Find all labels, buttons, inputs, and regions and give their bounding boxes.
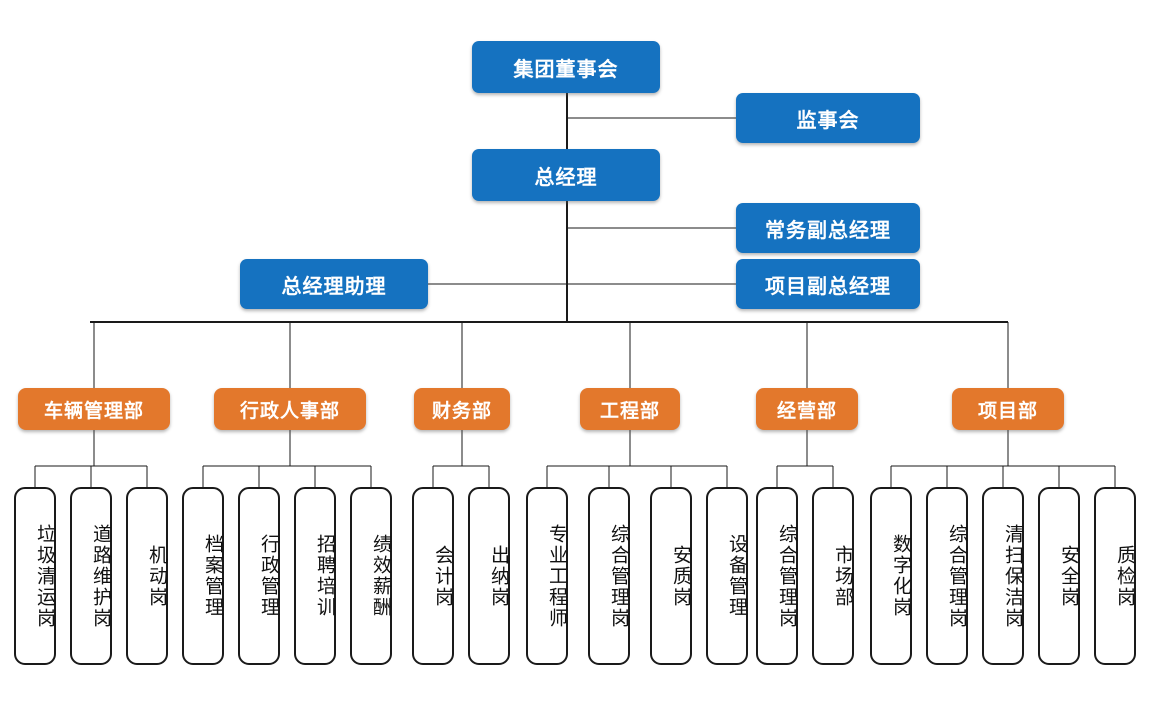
node-gm[interactable]: 总经理	[472, 149, 660, 201]
node-project-vp-label: 项目副总经理	[765, 275, 891, 298]
node-gm-assistant[interactable]: 总经理助理	[240, 259, 428, 309]
role-project-3-label: 安全岗	[1058, 544, 1079, 608]
role-admin-hr-1[interactable]: 行政管理	[238, 487, 280, 665]
role-admin-hr-3-label: 绩效薪酬	[370, 534, 391, 618]
role-project-0[interactable]: 数字化岗	[870, 487, 912, 665]
role-project-4-label: 质检岗	[1114, 544, 1135, 608]
role-project-1[interactable]: 综合管理岗	[926, 487, 968, 665]
role-engineering-3[interactable]: 设备管理	[706, 487, 748, 665]
department-finance[interactable]: 财务部	[414, 388, 510, 430]
department-vehicle-label: 车辆管理部	[43, 400, 144, 422]
node-project-vp[interactable]: 项目副总经理	[736, 259, 920, 309]
role-operations-0[interactable]: 综合管理岗	[756, 487, 798, 665]
node-gm-label: 总经理	[534, 166, 598, 189]
role-engineering-2[interactable]: 安质岗	[650, 487, 692, 665]
department-admin-hr-label: 行政人事部	[239, 400, 340, 422]
role-vehicle-0-label: 垃圾清运岗	[34, 523, 55, 629]
role-vehicle-0[interactable]: 垃圾清运岗	[14, 487, 56, 665]
node-gm-assistant-label: 总经理助理	[281, 275, 387, 298]
department-operations-label: 经营部	[776, 400, 837, 422]
role-operations-0-label: 综合管理岗	[776, 523, 797, 629]
role-admin-hr-2[interactable]: 招聘培训	[294, 487, 336, 665]
role-engineering-2-label: 安质岗	[670, 544, 691, 608]
role-finance-1-label: 出纳岗	[488, 544, 509, 608]
department-project-label: 项目部	[977, 400, 1038, 422]
node-exec-vp[interactable]: 常务副总经理	[736, 203, 920, 253]
department-admin-hr[interactable]: 行政人事部	[214, 388, 366, 430]
role-vehicle-1[interactable]: 道路维护岗	[70, 487, 112, 665]
role-admin-hr-1-label: 行政管理	[258, 534, 279, 618]
role-engineering-0-label: 专业工程师	[546, 523, 567, 629]
role-admin-hr-2-label: 招聘培训	[314, 534, 335, 618]
role-admin-hr-0[interactable]: 档案管理	[182, 487, 224, 665]
node-supervisors[interactable]: 监事会	[736, 93, 920, 143]
node-board[interactable]: 集团董事会	[472, 41, 660, 93]
role-engineering-3-label: 设备管理	[726, 534, 747, 618]
department-vehicle[interactable]: 车辆管理部	[18, 388, 170, 430]
role-project-0-label: 数字化岗	[890, 534, 911, 618]
role-vehicle-2-label: 机动岗	[146, 544, 167, 608]
role-project-4[interactable]: 质检岗	[1094, 487, 1136, 665]
role-engineering-1-label: 综合管理岗	[608, 523, 629, 629]
role-project-1-label: 综合管理岗	[946, 523, 967, 629]
role-project-2[interactable]: 清扫保洁岗	[982, 487, 1024, 665]
role-finance-0-label: 会计岗	[432, 544, 453, 608]
node-exec-vp-label: 常务副总经理	[765, 219, 891, 242]
role-operations-1-label: 市场部	[832, 544, 853, 608]
department-operations[interactable]: 经营部	[756, 388, 858, 430]
role-finance-0[interactable]: 会计岗	[412, 487, 454, 665]
role-project-2-label: 清扫保洁岗	[1002, 523, 1023, 629]
node-board-label: 集团董事会	[513, 58, 619, 81]
department-engineering-label: 工程部	[599, 400, 660, 422]
role-project-3[interactable]: 安全岗	[1038, 487, 1080, 665]
role-admin-hr-0-label: 档案管理	[202, 534, 223, 618]
role-vehicle-2[interactable]: 机动岗	[126, 487, 168, 665]
role-vehicle-1-label: 道路维护岗	[90, 523, 111, 629]
role-engineering-0[interactable]: 专业工程师	[526, 487, 568, 665]
department-finance-label: 财务部	[431, 400, 492, 422]
role-admin-hr-3[interactable]: 绩效薪酬	[350, 487, 392, 665]
department-engineering[interactable]: 工程部	[580, 388, 680, 430]
role-operations-1[interactable]: 市场部	[812, 487, 854, 665]
node-supervisors-label: 监事会	[796, 109, 860, 132]
role-engineering-1[interactable]: 综合管理岗	[588, 487, 630, 665]
department-project[interactable]: 项目部	[952, 388, 1064, 430]
role-finance-1[interactable]: 出纳岗	[468, 487, 510, 665]
